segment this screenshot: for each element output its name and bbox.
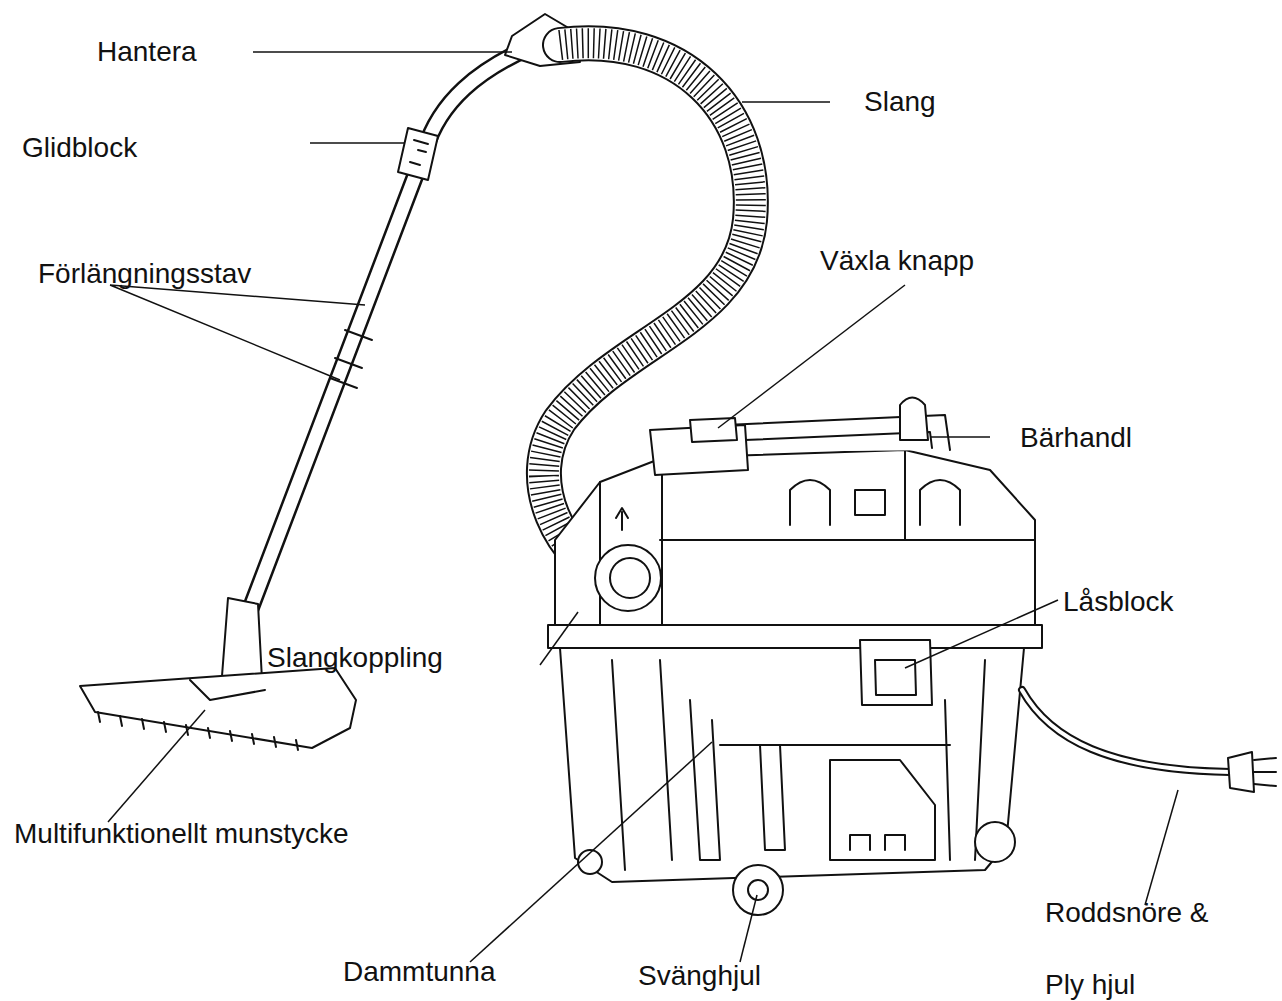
lock-block [860,640,932,705]
nozzle-joint [190,680,265,700]
leader-line [742,101,830,103]
leader-line [108,710,205,822]
wand-outline [250,48,528,610]
caster [975,822,1015,862]
part-label: Dammtunna [343,955,496,989]
part-label: Förlängningsstav [38,257,251,291]
caster-hub [748,880,768,900]
part-label: Svänghjul [638,959,761,993]
leader-line [930,436,990,438]
part-label: Slang [864,85,936,119]
wand-joint [330,330,372,388]
part-label: Multifunktionellt munstycke [14,817,349,851]
caster [733,865,783,915]
part-label: Roddsnöre & Ply hjul [1045,877,1250,1001]
leader-line [740,895,757,962]
glide-grip [410,140,428,165]
nozzle [80,668,356,748]
inlet-ring [595,545,661,611]
glide-block [398,128,438,180]
part-label: Glidblock [22,131,137,165]
part-label: Bärhandl [1020,421,1132,455]
leader-line [905,600,1058,668]
motor-head [555,450,1035,625]
part-label: Låsblock [1063,585,1174,619]
cord-outline [1022,690,1230,772]
leader-line [1145,790,1178,905]
leader-line [470,742,712,962]
part-label: Växla knapp [820,244,974,278]
bin-front [830,760,935,860]
leader-line [253,51,512,53]
plug [1228,752,1254,792]
handle-knob [900,398,928,441]
inlet [610,558,650,598]
cord-fill [1022,690,1230,772]
head-edges [600,450,1035,625]
part-label: Hantera [97,35,197,69]
leader-line [110,285,365,380]
nozzle-neck [222,598,262,680]
vents [790,480,960,525]
part-label: Slangkoppling [267,641,443,675]
switch-button [690,418,737,442]
dust-bin [560,648,1024,882]
inlet-arrow [616,508,628,530]
leader-line [540,612,578,665]
leader-line [718,285,905,428]
plug-pins [1254,758,1276,786]
wand-fill [250,48,528,610]
rim [548,625,1042,648]
leader-line [310,142,405,144]
